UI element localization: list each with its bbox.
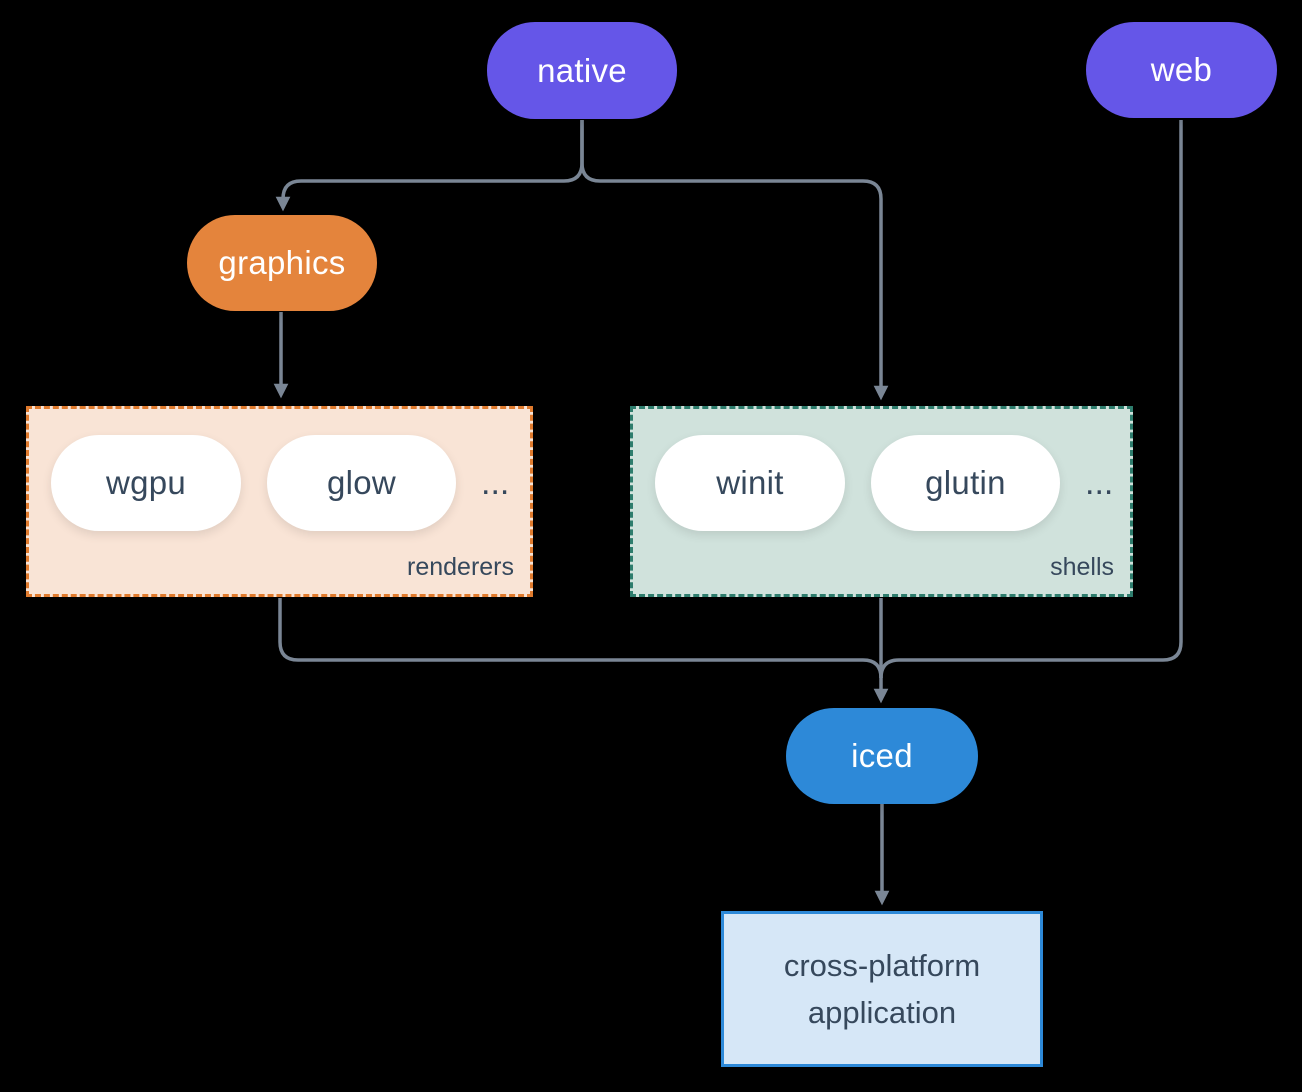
node-glutin: glutin (871, 435, 1060, 531)
node-wgpu: wgpu (51, 435, 241, 531)
node-web-label: web (1150, 51, 1213, 88)
node-web: web (1086, 22, 1277, 118)
node-iced-label: iced (851, 737, 913, 774)
node-graphics-label: graphics (218, 244, 346, 281)
edge-native-graphics (275, 120, 584, 212)
group-label-shells: shells (1050, 553, 1114, 581)
group-label-renderers: renderers (407, 553, 514, 581)
edge-native-shells (580, 120, 889, 401)
group-shells: winit glutin ... shells (630, 406, 1133, 597)
group-renderers: wgpu glow ... renderers (26, 406, 533, 597)
node-winit-label: winit (716, 464, 784, 501)
shells-ellipsis: ... (1085, 463, 1114, 502)
node-native: native (487, 22, 677, 119)
node-glutin-label: glutin (925, 464, 1006, 501)
node-application: cross-platform application (721, 911, 1043, 1067)
node-application-label-line2: application (807, 995, 957, 1030)
node-application-label-line1: cross-platform (783, 948, 981, 983)
node-winit: winit (655, 435, 845, 531)
node-glow: glow (267, 435, 456, 531)
edge-renderers-merge (278, 598, 883, 679)
renderers-ellipsis: ... (481, 463, 510, 502)
node-graphics: graphics (187, 215, 377, 311)
node-iced: iced (786, 708, 978, 804)
node-glow-label: glow (326, 464, 397, 501)
node-native-label: native (537, 51, 627, 89)
node-wgpu-label: wgpu (105, 464, 187, 501)
